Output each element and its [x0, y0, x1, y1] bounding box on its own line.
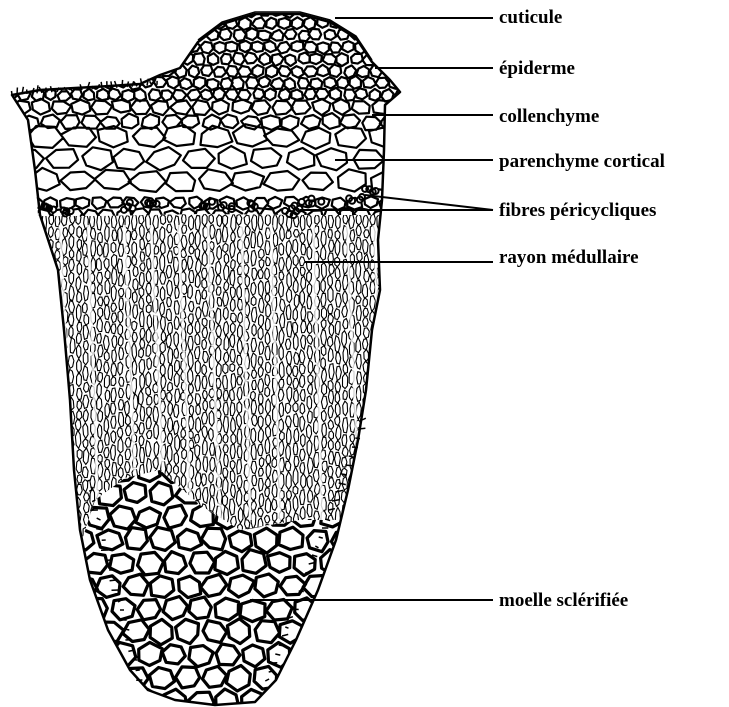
vascular-tissue-cells	[34, 213, 386, 560]
label-parenchyme-cortical: parenchyme cortical	[499, 151, 665, 173]
label-cuticule: cuticule	[499, 7, 562, 29]
label-collenchyme: collenchyme	[499, 106, 599, 128]
leader-line-fibres-b	[365, 195, 493, 210]
label-moelle-sclerifiee: moelle sclérifiée	[499, 590, 628, 612]
label-fibres-pericycliques: fibres péricycliques	[499, 200, 656, 222]
label-epiderme: épiderme	[499, 58, 575, 80]
label-rayon-medullaire: rayon médullaire	[499, 247, 639, 269]
